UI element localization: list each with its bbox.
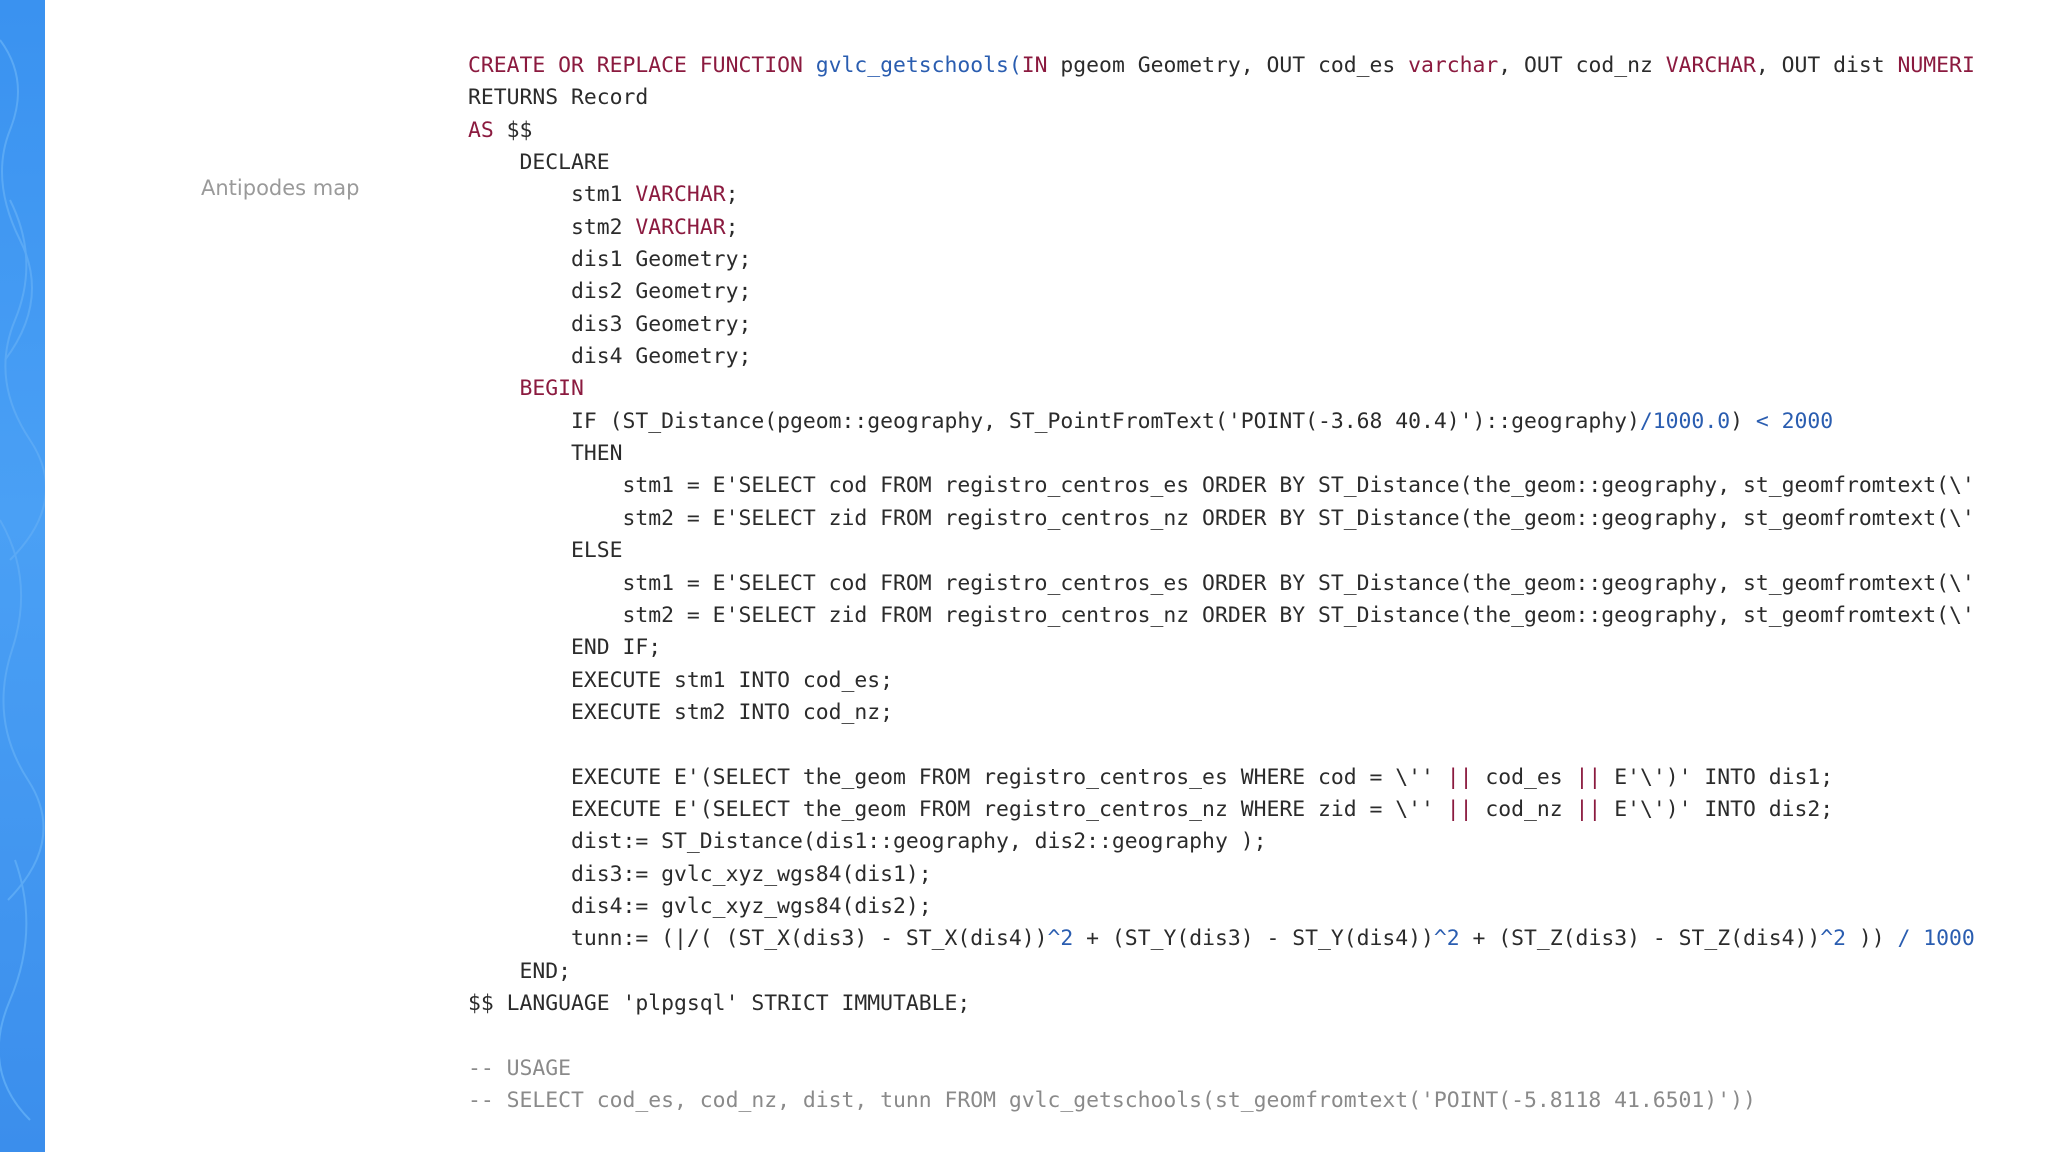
code-line: BEGIN bbox=[468, 373, 1978, 405]
code-token: tunn:= (|/( (ST_X(dis3) - ST_X(dis4)) bbox=[468, 926, 1048, 952]
code-token: varchar bbox=[1408, 53, 1499, 78]
code-token: RETURNS Record bbox=[468, 85, 649, 111]
code-token: END IF; bbox=[468, 635, 662, 661]
code-line: EXECUTE E'(SELECT the_geom FROM registro… bbox=[468, 762, 1978, 794]
code-token: ELSE bbox=[468, 538, 623, 564]
code-token: , OUT dist bbox=[1755, 53, 1898, 78]
code-line: stm2 = E'SELECT zid FROM registro_centro… bbox=[468, 600, 1978, 632]
code-token: DECLARE bbox=[468, 150, 610, 176]
code-token: pgeom Geometry, OUT cod_es bbox=[1047, 53, 1409, 78]
decorative-sidebar-strip bbox=[0, 0, 45, 1152]
code-token: IN bbox=[1021, 53, 1048, 78]
code-line: stm2 VARCHAR; bbox=[468, 212, 1978, 244]
code-line: THEN bbox=[468, 438, 1978, 470]
code-line: EXECUTE E'(SELECT the_geom FROM registro… bbox=[468, 794, 1978, 826]
code-token: ) bbox=[1730, 408, 1756, 434]
code-token: EXECUTE stm1 INTO cod_es; bbox=[468, 667, 893, 693]
code-token: dis4 Geometry; bbox=[468, 344, 752, 370]
code-token: + (ST_Y(dis3) - ST_Y(dis4)) bbox=[1073, 926, 1434, 952]
code-token: dist:= ST_Distance(dis1::geography, dis2… bbox=[468, 829, 1267, 855]
code-token: gvlc_getschools( bbox=[815, 53, 1022, 78]
code-token: E'\')' INTO dis2; bbox=[1601, 796, 1834, 822]
code-token: cod_es bbox=[1472, 764, 1576, 790]
code-block: CREATE OR REPLACE FUNCTION gvlc_getschoo… bbox=[468, 50, 1978, 1130]
code-token: + (ST_Z(dis3) - ST_Z(dis4)) bbox=[1459, 926, 1821, 952]
code-line: END IF; bbox=[468, 632, 1978, 664]
code-token: THEN bbox=[468, 441, 623, 467]
code-line: -- USAGE bbox=[468, 1053, 1978, 1085]
code-line: EXECUTE stm1 INTO cod_es; bbox=[468, 665, 1978, 697]
code-line: stm1 = E'SELECT cod FROM registro_centro… bbox=[468, 568, 1978, 600]
slide-caption: Antipodes map bbox=[201, 176, 360, 200]
code-token: dis3:= gvlc_xyz_wgs84(dis1); bbox=[468, 861, 932, 887]
code-token: stm2 bbox=[468, 214, 636, 240]
code-token: ^2 bbox=[1433, 926, 1460, 952]
code-line: DECLARE bbox=[468, 147, 1978, 179]
code-token: dis4:= gvlc_xyz_wgs84(dis2); bbox=[468, 893, 932, 919]
code-line: dis4 Geometry; bbox=[468, 341, 1978, 373]
code-token: stm2 = E'SELECT zid FROM registro_centro… bbox=[468, 602, 1975, 628]
code-line: dis2 Geometry; bbox=[468, 276, 1978, 308]
code-token: VARCHAR bbox=[1665, 53, 1756, 78]
code-token: NUMERI bbox=[1897, 53, 1975, 78]
code-token: IF (ST_Distance(pgeom::geography, ST_Poi… bbox=[468, 408, 1640, 434]
decorative-swirl-pattern bbox=[0, 39, 45, 1121]
code-line: dist:= ST_Distance(dis1::geography, dis2… bbox=[468, 826, 1978, 858]
code-line: RETURNS Record bbox=[468, 82, 1978, 114]
code-line: ELSE bbox=[468, 535, 1978, 567]
code-token: VARCHAR bbox=[635, 214, 726, 240]
code-token: EXECUTE E'(SELECT the_geom FROM registro… bbox=[468, 764, 1447, 790]
code-token: dis2 Geometry; bbox=[468, 279, 752, 305]
code-token: $$ LANGUAGE 'plpgsql' STRICT IMMUTABLE; bbox=[468, 990, 971, 1016]
code-token: || bbox=[1575, 796, 1602, 822]
code-line: CREATE OR REPLACE FUNCTION gvlc_getschoo… bbox=[468, 50, 1978, 82]
code-line: dis1 Geometry; bbox=[468, 244, 1978, 276]
code-token: ^2 bbox=[1820, 926, 1847, 952]
code-token: )) bbox=[1846, 926, 1898, 952]
code-line: dis3 Geometry; bbox=[468, 309, 1978, 341]
code-token: dis3 Geometry; bbox=[468, 311, 752, 337]
code-token: CREATE OR REPLACE FUNCTION bbox=[468, 53, 816, 78]
code-token: END; bbox=[468, 958, 572, 984]
code-token: stm1 bbox=[468, 182, 636, 208]
code-token: /1000.0 bbox=[1639, 408, 1731, 434]
code-line: stm1 VARCHAR; bbox=[468, 179, 1978, 211]
code-token: ; bbox=[725, 182, 739, 208]
code-token: < 2000 bbox=[1755, 408, 1834, 434]
code-token: dis1 Geometry; bbox=[468, 247, 752, 273]
code-token: EXECUTE E'(SELECT the_geom FROM registro… bbox=[468, 796, 1447, 822]
code-token: EXECUTE stm2 INTO cod_nz; bbox=[468, 699, 893, 725]
code-token: / 1000 bbox=[1897, 926, 1975, 952]
code-token: stm1 = E'SELECT cod FROM registro_centro… bbox=[468, 473, 1975, 499]
code-token: || bbox=[1446, 796, 1473, 822]
code-line: tunn:= (|/( (ST_X(dis3) - ST_X(dis4))^2 … bbox=[468, 923, 1978, 955]
code-token: -- SELECT cod_es, cod_nz, dist, tunn FRO… bbox=[468, 1088, 1756, 1113]
code-line: dis4:= gvlc_xyz_wgs84(dis2); bbox=[468, 891, 1978, 923]
code-token: E'\')' INTO dis1; bbox=[1601, 764, 1834, 790]
code-token: $$ bbox=[493, 117, 533, 143]
code-token: stm2 = E'SELECT zid FROM registro_centro… bbox=[468, 505, 1975, 531]
code-line: dis3:= gvlc_xyz_wgs84(dis1); bbox=[468, 859, 1978, 891]
code-token: BEGIN bbox=[468, 376, 584, 402]
code-line: AS $$ bbox=[468, 115, 1978, 147]
code-line: stm2 = E'SELECT zid FROM registro_centro… bbox=[468, 503, 1978, 535]
code-token: ; bbox=[725, 214, 739, 240]
code-token: , OUT cod_nz bbox=[1498, 53, 1666, 78]
code-token: -- USAGE bbox=[468, 1055, 572, 1081]
code-line: END; bbox=[468, 956, 1978, 988]
code-token: stm1 = E'SELECT cod FROM registro_centro… bbox=[468, 570, 1975, 596]
code-line: stm1 = E'SELECT cod FROM registro_centro… bbox=[468, 470, 1978, 502]
code-line: $$ LANGUAGE 'plpgsql' STRICT IMMUTABLE; bbox=[468, 988, 1978, 1020]
code-token: || bbox=[1446, 764, 1473, 790]
code-token: VARCHAR bbox=[635, 182, 726, 208]
code-token: ^2 bbox=[1047, 926, 1074, 952]
code-line: EXECUTE stm2 INTO cod_nz; bbox=[468, 697, 1978, 729]
code-token: cod_nz bbox=[1472, 796, 1576, 822]
code-token: AS bbox=[468, 117, 494, 143]
code-line bbox=[468, 729, 1978, 761]
code-token: || bbox=[1575, 764, 1602, 790]
code-line: IF (ST_Distance(pgeom::geography, ST_Poi… bbox=[468, 406, 1978, 438]
code-line: -- SELECT cod_es, cod_nz, dist, tunn FRO… bbox=[468, 1085, 1978, 1117]
code-line bbox=[468, 1020, 1978, 1052]
